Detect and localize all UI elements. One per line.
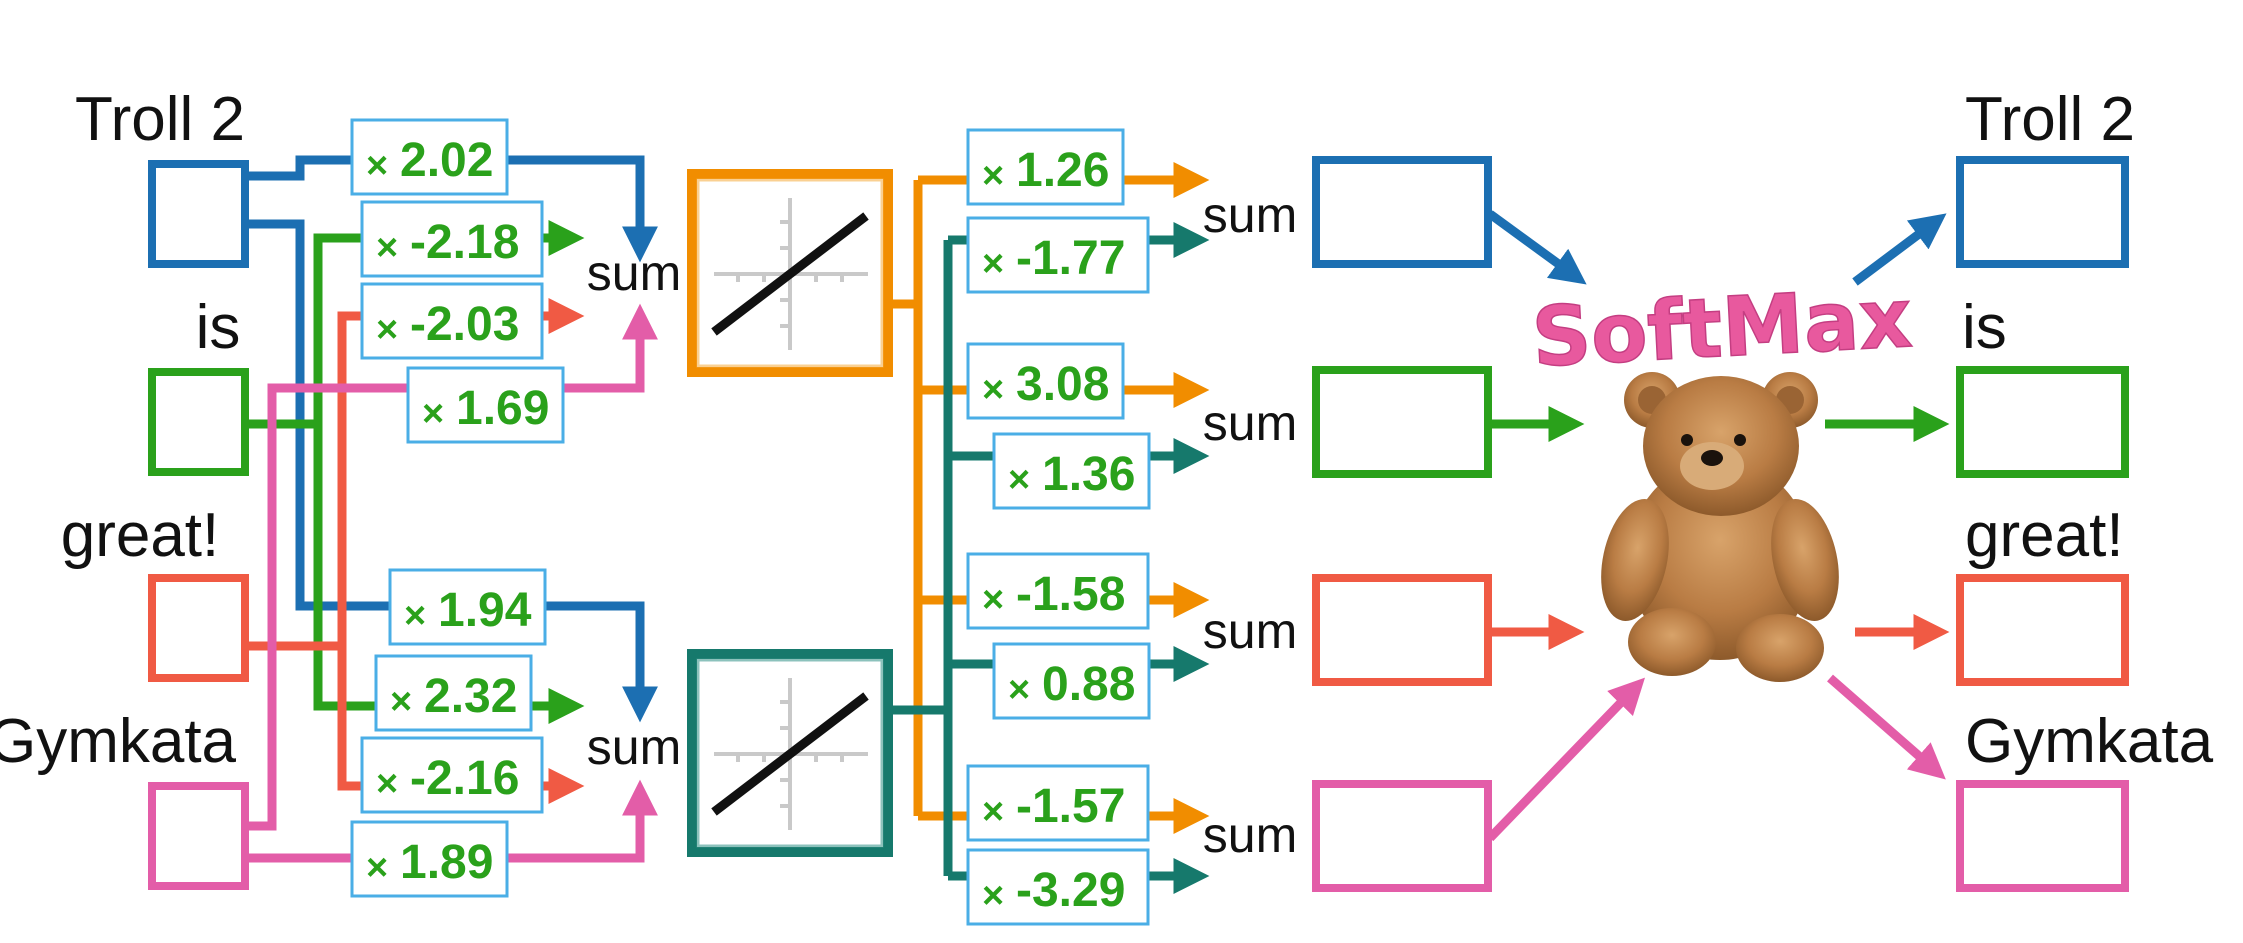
output-node-troll2 [1956, 156, 2129, 268]
connection-troll2-to-bottom-sum [245, 219, 658, 723]
multiply-sign: × [376, 309, 398, 351]
hidden-node-orange [687, 169, 893, 377]
weight-box: × 3.08 [966, 342, 1125, 420]
output-weights: × 1.26 × -1.77 × 3.08 × 1.36 × -1.58 × 0… [966, 128, 1151, 926]
weight-box: × 2.02 [350, 118, 509, 196]
multiply-sign: × [982, 875, 1004, 917]
input-connections [245, 155, 658, 863]
weight-value: -1.77 [1016, 232, 1125, 285]
weight-box: × -1.57 [966, 764, 1150, 842]
multiply-sign: × [1008, 459, 1030, 501]
output-sum-3: sum [1203, 603, 1297, 659]
output-word-is: is [1962, 293, 2007, 362]
multiply-sign: × [982, 155, 1004, 197]
output-node-great [1956, 574, 2129, 686]
weight-value: -1.58 [1016, 568, 1125, 621]
weight-box: × -3.29 [966, 848, 1150, 926]
weight-value: -2.03 [410, 298, 519, 351]
weight-box: × 1.36 [992, 432, 1151, 510]
weight-value: 3.08 [1016, 358, 1109, 411]
weight-value: -2.16 [410, 752, 519, 805]
hidden-layer: sum sum [587, 169, 893, 857]
output-sum-1: sum [1203, 187, 1297, 243]
multiply-sign: × [404, 595, 426, 637]
weight-value: -1.57 [1016, 780, 1125, 833]
softmax-connections [1486, 210, 1950, 842]
weight-value: 1.94 [438, 584, 532, 637]
multiply-sign: × [376, 227, 398, 269]
input-weights: × 2.02 × -2.18 × -2.03 × 1.69 × 1.94 × 2… [350, 118, 565, 898]
input-node-troll2 [148, 160, 249, 268]
arrow-softmax-to-out1 [1852, 213, 1947, 286]
output-node-gymkata [1956, 780, 2129, 892]
softmax-label: SoftMax [1530, 271, 1915, 386]
output-sum-2: sum [1203, 395, 1297, 451]
weight-value: -3.29 [1016, 864, 1125, 917]
output-word-gymkata: Gymkata [1965, 707, 2214, 776]
weight-box: × -1.58 [966, 552, 1150, 630]
input-node-gymkata [148, 782, 249, 890]
weight-box: × 1.89 [350, 820, 509, 898]
multiply-sign: × [982, 579, 1004, 621]
output-node-is [1956, 366, 2129, 478]
weight-value: 1.69 [456, 382, 549, 435]
weight-box: × 2.32 [374, 654, 533, 732]
output-sums: sum sum sum sum [1203, 156, 1492, 892]
output-sum-node-2 [1312, 366, 1492, 478]
weight-value: 1.89 [400, 836, 493, 889]
weight-box: × 0.88 [992, 642, 1151, 720]
hidden-sum-bottom: sum [587, 719, 681, 775]
input-word-is: is [196, 293, 241, 362]
output-sum-node-3 [1312, 574, 1492, 686]
weight-value: 1.36 [1042, 448, 1135, 501]
arrow-softmax-to-out4 [1827, 674, 1946, 780]
arrow-sum4-to-softmax [1486, 677, 1646, 842]
weight-value: 0.88 [1042, 658, 1135, 711]
output-word-great: great! [1965, 501, 2124, 570]
multiply-sign: × [376, 763, 398, 805]
multiply-sign: × [982, 369, 1004, 411]
connection-gymkata-to-top-sum [245, 303, 658, 831]
hidden-node-teal [687, 649, 893, 857]
orange-trunk [890, 180, 923, 816]
weight-box: × 1.94 [388, 568, 547, 646]
multiply-sign: × [422, 393, 444, 435]
input-word-great: great! [61, 501, 220, 570]
weight-value: -2.18 [410, 216, 519, 269]
weight-value: 2.32 [424, 670, 517, 723]
input-node-great [148, 574, 249, 682]
teal-trunk [892, 240, 953, 876]
multiply-sign: × [982, 243, 1004, 285]
input-layer: Troll 2 is great! Gymkata [0, 85, 249, 890]
input-node-is [148, 368, 249, 476]
input-word-gymkata: Gymkata [0, 707, 237, 776]
connection-troll2-to-top-sum [245, 155, 658, 263]
weight-box: × -2.18 [360, 200, 544, 278]
arrow-sum1-to-softmax [1487, 210, 1587, 285]
weight-box: × -1.77 [966, 216, 1150, 294]
multiply-sign: × [982, 791, 1004, 833]
input-word-troll2: Troll 2 [75, 85, 245, 154]
teddy-bear-icon [1601, 372, 1839, 682]
hidden-sum-top: sum [587, 245, 681, 301]
weight-box: × 1.26 [966, 128, 1125, 206]
weight-box: × -2.16 [360, 736, 544, 814]
output-sum-node-1 [1312, 156, 1492, 268]
output-sum-4: sum [1203, 807, 1297, 863]
multiply-sign: × [366, 145, 388, 187]
output-layer: Troll 2 is great! Gymkata [1956, 85, 2214, 892]
weight-value: 1.26 [1016, 144, 1109, 197]
multiply-sign: × [390, 681, 412, 723]
output-word-troll2: Troll 2 [1965, 85, 2135, 154]
multiply-sign: × [1008, 669, 1030, 711]
weight-value: 2.02 [400, 134, 493, 187]
weight-box: × 1.69 [406, 366, 565, 444]
multiply-sign: × [366, 847, 388, 889]
output-sum-node-4 [1312, 780, 1492, 892]
weight-box: × -2.03 [360, 282, 544, 360]
